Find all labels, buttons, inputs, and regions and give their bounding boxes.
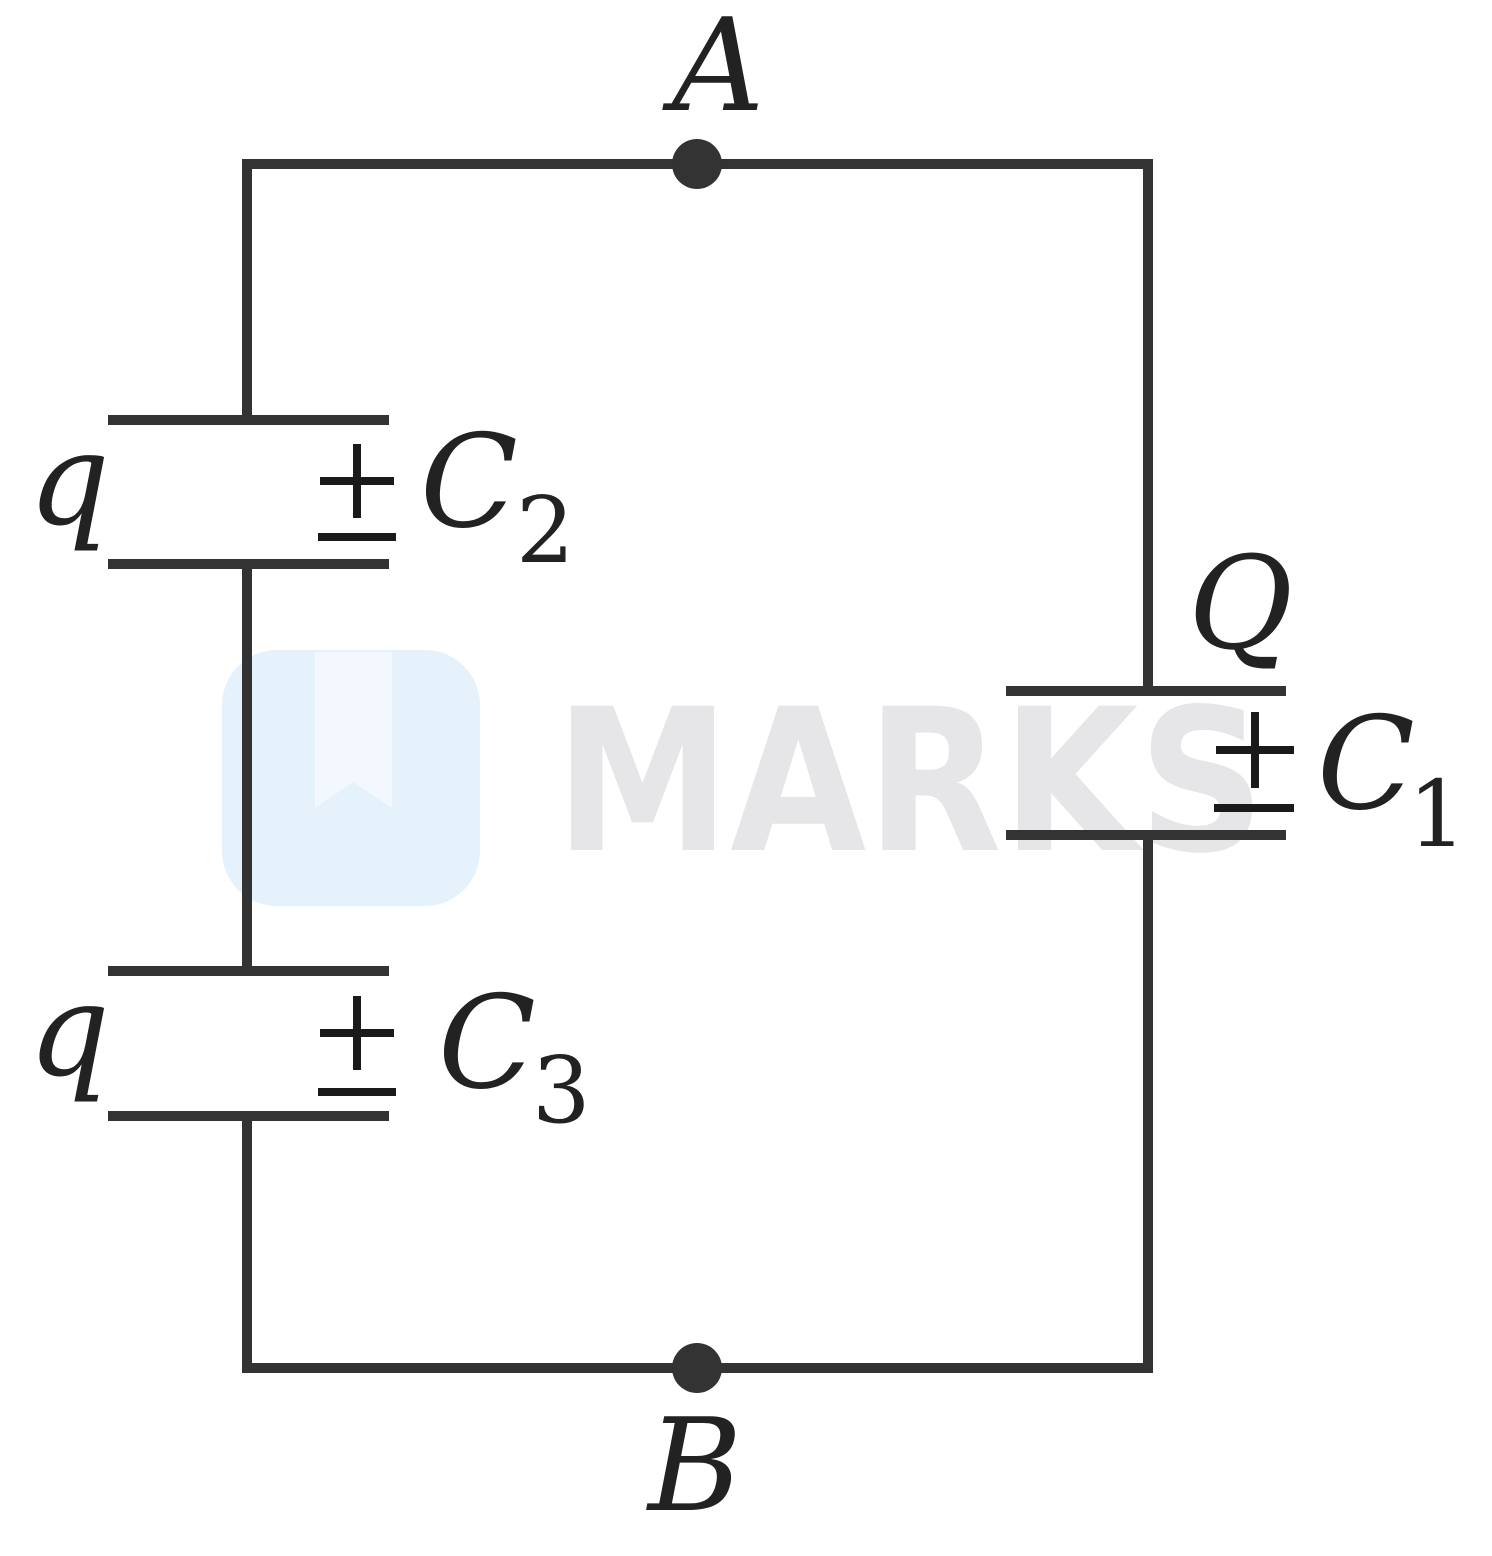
node-b: B — [646, 1343, 742, 1541]
capacitor-c3: q C 3 — [28, 957, 591, 1144]
c1-index-label: 1 — [1408, 761, 1467, 868]
c2-name-label: C — [420, 408, 518, 557]
c2-charge-label: q — [28, 406, 110, 555]
watermark-logo-mark — [315, 652, 392, 808]
c1-charge-label: Q — [1188, 530, 1293, 679]
node-a-label: A — [662, 0, 764, 141]
c1-plus-minus-symbol — [1214, 712, 1294, 812]
node-a: A — [662, 0, 764, 189]
c3-name-label: C — [438, 969, 536, 1118]
watermark-text: MARKS — [555, 666, 1265, 897]
capacitor-c1: Q C 1 — [1006, 530, 1467, 868]
c1-name-label: C — [1317, 690, 1415, 839]
node-a-dot — [672, 139, 722, 189]
c3-index-label: 3 — [532, 1037, 591, 1144]
c3-charge-label: q — [28, 957, 110, 1106]
c2-plus-minus-symbol — [318, 444, 396, 541]
top-wire — [242, 159, 1153, 695]
c2-index-label: 2 — [516, 477, 575, 584]
c3-plus-minus-symbol — [318, 996, 396, 1096]
node-b-label: B — [646, 1392, 742, 1541]
capacitor-c2: q C 2 — [28, 406, 575, 584]
left-bottom-wire — [242, 830, 1153, 1373]
node-b-dot — [672, 1343, 722, 1393]
